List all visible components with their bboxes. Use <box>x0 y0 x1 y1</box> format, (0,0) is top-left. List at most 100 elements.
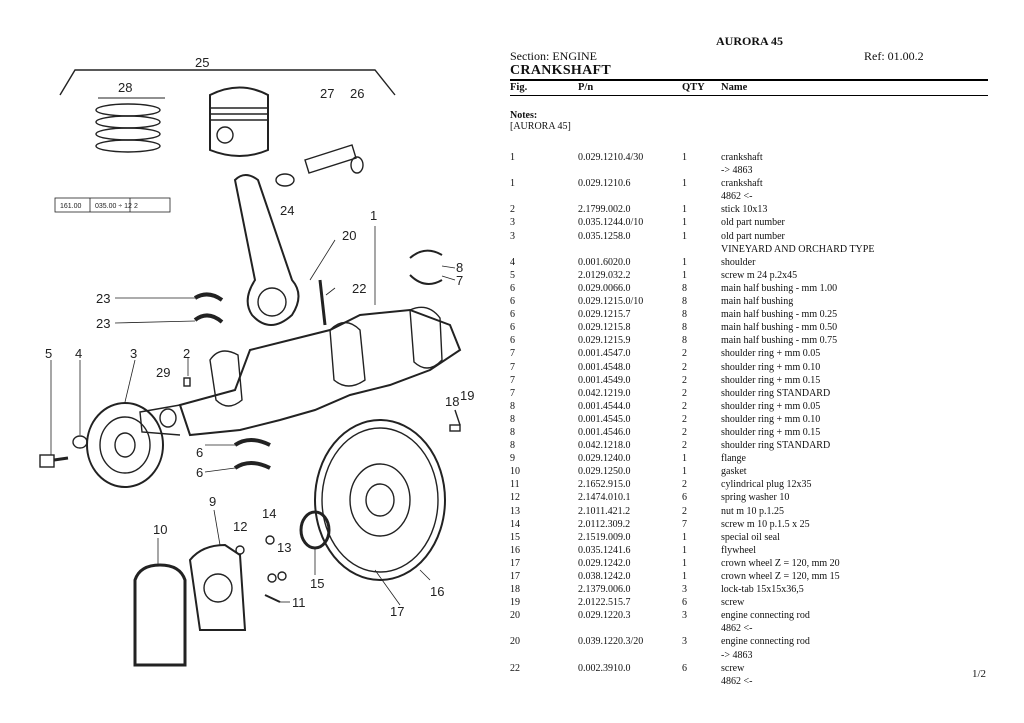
part-name: main half bushing - mm 0.75 <box>721 335 838 347</box>
part-qty: 8 <box>682 322 687 334</box>
part-qty: 2 <box>682 479 687 491</box>
part-qty: 2 <box>682 361 687 373</box>
part-number: 0.001.4549.0 <box>578 374 631 386</box>
part-name: screw m 24 p.2x45 <box>721 269 798 281</box>
callout-22: 22 <box>352 281 366 296</box>
part-fig: 22 <box>510 662 520 674</box>
part-name: lock-tab 15x15x36,5 <box>721 584 804 596</box>
callout-23-b: 23 <box>96 316 110 331</box>
part-number: 0.029.1250.0 <box>578 466 631 478</box>
column-header-fig: Fig. <box>510 82 528 93</box>
part-qty: 1 <box>682 256 687 268</box>
callout-28: 28 <box>118 80 132 95</box>
part-number: 0.029.1215.9 <box>578 335 631 347</box>
part-name: nut m 10 p.1.25 <box>721 505 785 517</box>
callout-16: 16 <box>430 584 444 599</box>
part-name: -> 4863 <box>721 165 753 177</box>
part-qty: 1 <box>682 571 687 582</box>
table-row: 4862 <- <box>510 622 990 635</box>
part-fig: 6 <box>510 309 515 321</box>
callout-14: 14 <box>262 506 276 521</box>
callout-6-a: 6 <box>196 445 203 460</box>
table-row: 4862 <- <box>510 190 990 203</box>
model-title: AURORA 45 <box>716 34 784 48</box>
spec-box-value-3: 2 <box>134 203 138 210</box>
part-fig: 6 <box>510 296 515 308</box>
callout-20: 20 <box>342 228 356 243</box>
part-fig: 8 <box>510 426 515 438</box>
part-qty: 1 <box>682 466 687 478</box>
column-header-rule <box>510 95 988 96</box>
callout-17: 17 <box>390 604 404 619</box>
part-number: 0.002.3910.0 <box>578 662 631 674</box>
part-name: shoulder ring + mm 0.10 <box>721 361 821 373</box>
part-fig: 12 <box>510 492 520 504</box>
part-number: 0.001.6020.0 <box>578 256 631 268</box>
part-fig: 8 <box>510 413 515 425</box>
part-name: shoulder ring + mm 0.10 <box>721 413 821 425</box>
part-qty: 1 <box>682 217 687 229</box>
notes-label: Notes: <box>510 110 538 121</box>
callout-19: 19 <box>460 388 474 403</box>
part-name: crankshaft <box>721 178 763 190</box>
part-name: shoulder ring + mm 0.15 <box>721 426 821 438</box>
table-row: VINEYARD AND ORCHARD TYPE <box>510 243 990 256</box>
part-name: old part number <box>721 230 785 242</box>
callout-8: 8 <box>456 260 463 275</box>
callout-2: 2 <box>183 346 190 361</box>
part-fig: 7 <box>510 361 515 373</box>
part-qty: 8 <box>682 296 687 308</box>
part-name: shoulder <box>721 256 756 268</box>
column-header-qty: QTY <box>682 82 705 93</box>
part-number: 0.029.1215.8 <box>578 322 631 334</box>
part-number: 0.039.1220.3/20 <box>578 636 644 648</box>
part-name: crown wheel Z = 120, mm 15 <box>721 571 840 582</box>
part-name: shoulder ring + mm 0.05 <box>721 400 821 412</box>
part-number: 0.001.4547.0 <box>578 348 631 360</box>
part-name: shoulder ring + mm 0.15 <box>721 374 821 386</box>
header-rule <box>510 79 988 81</box>
page-number: 1/2 <box>972 668 987 680</box>
callout-29: 29 <box>156 365 170 380</box>
table-row: 6 0.029.1215.9 8 main half bushing - mm 0.7… <box>510 334 990 347</box>
part-number: 0.029.1240.0 <box>578 453 631 465</box>
callout-23-a: 23 <box>96 291 110 306</box>
part-number: 2.1652.915.0 <box>578 479 631 491</box>
part-name: main half bushing - mm 1.00 <box>721 282 838 294</box>
part-qty: 2 <box>682 426 687 438</box>
callout-15: 15 <box>310 576 324 591</box>
part-fig: 6 <box>510 335 515 347</box>
part-fig: 4 <box>510 256 515 268</box>
part-name: 4862 <- <box>721 675 753 687</box>
part-fig: 9 <box>510 453 515 465</box>
part-fig: 20 <box>510 636 520 648</box>
part-number: 0.042.1218.0 <box>578 440 631 452</box>
exploded-parts-diagram: 161.00 035.00 ÷ 12 2 25 28 27 26 24 1 20… <box>30 40 490 680</box>
part-name: cylindrical plug 12x35 <box>721 479 812 491</box>
part-qty: 8 <box>682 335 687 347</box>
table-row: 7 0.001.4548.0 2 shoulder ring + mm 0.10 <box>510 361 990 374</box>
part-name: crankshaft <box>721 152 763 163</box>
part-number: 0.035.1258.0 <box>578 230 631 242</box>
section-label: Section: ENGINE <box>510 49 597 63</box>
part-fig: 7 <box>510 387 515 399</box>
part-fig: 6 <box>510 322 515 334</box>
part-qty: 2 <box>682 400 687 412</box>
part-number: 0.001.4548.0 <box>578 361 631 373</box>
part-qty: 6 <box>682 597 687 609</box>
